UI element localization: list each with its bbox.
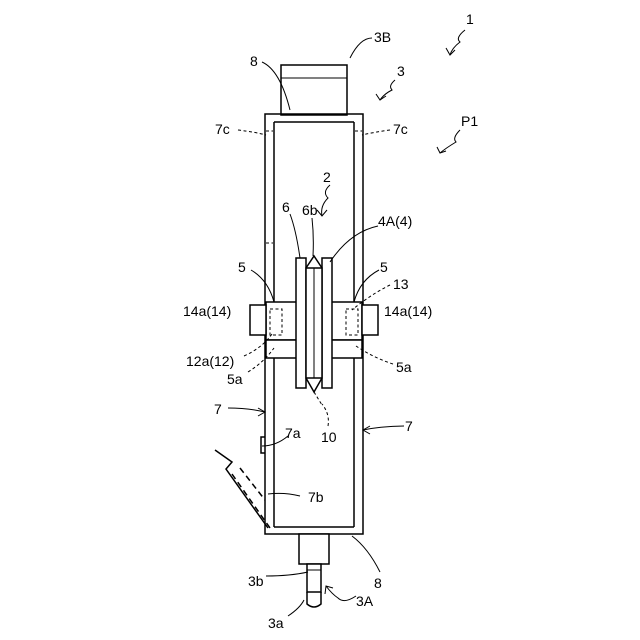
label-10: 10	[321, 429, 337, 445]
label-7c-left: 7c	[215, 121, 230, 137]
label-5a-left: 5a	[227, 371, 243, 387]
label-6: 6	[282, 199, 290, 215]
label-2: 2	[323, 169, 331, 185]
label-14a-left: 14a(14)	[183, 303, 231, 319]
label-14a-right: 14a(14)	[384, 303, 432, 319]
label-8-top: 8	[250, 53, 258, 69]
label-5a-right: 5a	[396, 359, 412, 375]
label-6b: 6b	[302, 202, 318, 218]
label-12a: 12a(12)	[186, 353, 234, 369]
label-7b: 7b	[308, 489, 324, 505]
label-3a: 3a	[268, 615, 284, 631]
bottom-hook-3A	[299, 534, 329, 607]
dashed-marks-7c	[266, 131, 362, 243]
label-3B: 3B	[374, 29, 391, 45]
label-1: 1	[466, 11, 474, 27]
label-8-bottom: 8	[374, 575, 382, 591]
label-7c-right: 7c	[393, 121, 408, 137]
label-3b: 3b	[248, 573, 264, 589]
label-7-left: 7	[214, 401, 222, 417]
label-7a: 7a	[285, 425, 301, 441]
label-13: 13	[393, 276, 409, 292]
label-3: 3	[397, 63, 405, 79]
label-5-right: 5	[380, 259, 388, 275]
label-3A: 3A	[356, 593, 374, 609]
label-4A: 4A(4)	[378, 213, 412, 229]
label-5-left: 5	[238, 259, 246, 275]
label-P1: P1	[461, 113, 478, 129]
hinged-door-7b	[215, 450, 270, 528]
pulley-assembly	[250, 256, 378, 405]
label-7-right: 7	[405, 418, 413, 434]
top-fitting-3B	[281, 65, 347, 115]
